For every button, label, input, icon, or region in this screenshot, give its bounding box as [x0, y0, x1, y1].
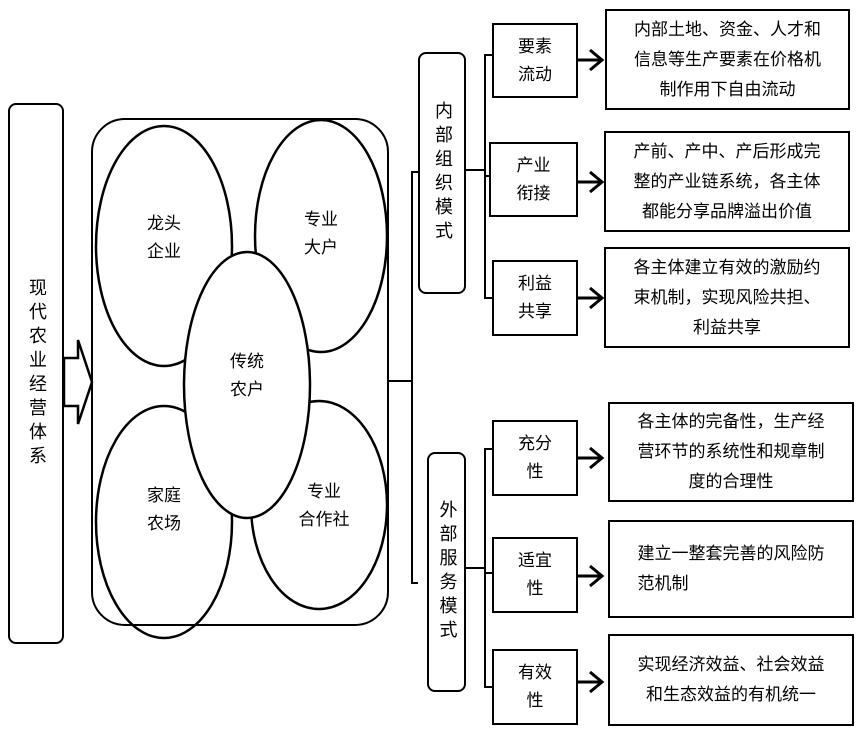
- entity-group: [91, 118, 389, 626]
- external-item-desc-2: 建立一整套完善的风险防范机制: [608, 520, 854, 618]
- internal-item-label-3: 利益共享: [492, 260, 578, 336]
- internal-item-desc-3: 各主体建立有效的激励约束机制，实现风险共担、利益共享: [604, 247, 850, 348]
- external-item-desc-1: 各主体的完备性，生产经营环节的系统性和规章制度的合理性: [608, 402, 854, 502]
- entity-zhuanye-dahu: 专业 大户: [304, 210, 338, 258]
- external-mode-box: 外部服务模式: [427, 452, 466, 692]
- external-item-label-3: 有效性: [492, 649, 578, 725]
- internal-item-desc-1: 内部土地、资金、人才和信息等生产要素在价格机制作用下自由流动: [605, 9, 850, 110]
- internal-item-label-2: 产业衔接: [489, 142, 578, 217]
- external-item-desc-3: 实现经济效益、社会效益和生态效益的有机统一: [608, 634, 854, 726]
- external-item-label-1: 充分性: [492, 420, 578, 496]
- entity-hezuoshe: 专业 合作社: [298, 482, 350, 530]
- external-bracket: [466, 448, 492, 688]
- internal-item-desc-2: 产前、产中、产后形成完整的产业链系统，各主体都能分享品牌溢出价值: [604, 131, 850, 232]
- external-item-label-2: 适宜性: [492, 537, 578, 613]
- hollow-arrow: [62, 339, 94, 425]
- entity-longtou: 龙头 企业: [147, 214, 181, 262]
- entity-jiating: 家庭 农场: [147, 486, 181, 534]
- internal-item-label-1: 要素流动: [492, 23, 578, 98]
- entity-chuantong: 传统 农户: [230, 352, 264, 400]
- arrows: [578, 48, 605, 694]
- external-mode-label: 外部服务模式: [436, 500, 458, 644]
- mode-bracket: [389, 171, 418, 584]
- system-box: 现代农业经营体系: [8, 103, 64, 644]
- system-label: 现代农业经营体系: [26, 277, 47, 470]
- ellipse-chuantong: [182, 250, 312, 520]
- internal-mode-box: 内部组织模式: [418, 52, 466, 294]
- internal-mode-label: 内部组织模式: [432, 101, 453, 245]
